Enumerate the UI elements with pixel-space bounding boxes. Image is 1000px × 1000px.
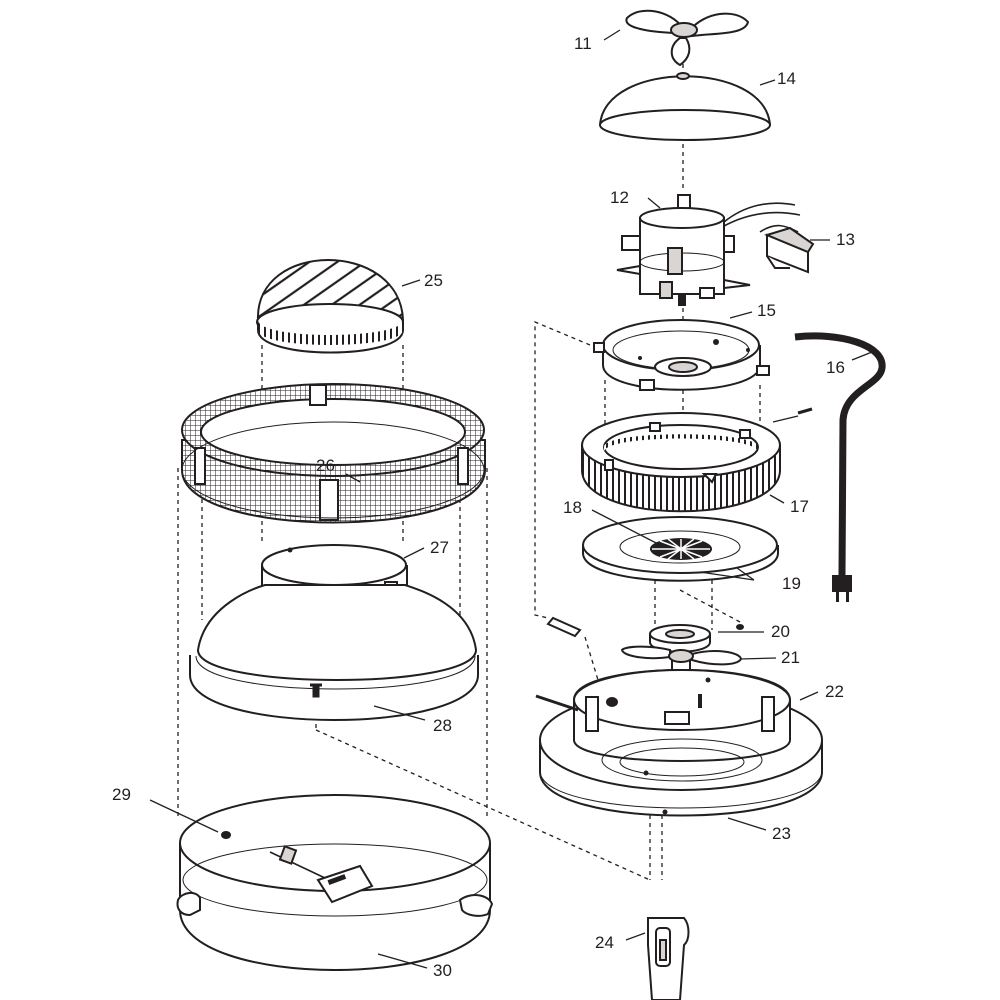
support-leg-part bbox=[647, 917, 690, 1000]
tank-cover-part bbox=[189, 584, 479, 721]
housing-ring-part bbox=[539, 771, 823, 815]
switch-block-part bbox=[723, 202, 815, 274]
label-part-28: 28 bbox=[433, 716, 452, 735]
label-part-17: 17 bbox=[790, 497, 809, 516]
hub-washer-part bbox=[546, 616, 744, 653]
label-part-11: 11 bbox=[574, 34, 592, 53]
wick-filter-ring-part bbox=[581, 407, 813, 513]
fan-blade-top-part bbox=[625, 9, 750, 67]
label-part-18: 18 bbox=[563, 498, 582, 517]
power-cord-part bbox=[794, 332, 886, 602]
label-part-25: 25 bbox=[424, 271, 443, 290]
label-part-20: 20 bbox=[771, 622, 790, 641]
dome-cover-part bbox=[599, 72, 771, 141]
label-part-15: 15 bbox=[757, 301, 776, 320]
label-part-19: 19 bbox=[782, 574, 801, 593]
leader-lines bbox=[149, 29, 873, 969]
label-part-13: 13 bbox=[836, 230, 855, 249]
label-part-26: 26 bbox=[316, 456, 335, 475]
vented-cap-part bbox=[256, 259, 405, 354]
float-valve-part bbox=[221, 831, 374, 904]
label-part-24: 24 bbox=[595, 933, 614, 952]
motor-plate-part bbox=[593, 319, 770, 391]
label-part-22: 22 bbox=[825, 682, 844, 701]
mesh-ring-part bbox=[181, 383, 486, 524]
label-part-21: 21 bbox=[781, 648, 800, 667]
label-part-16: 16 bbox=[826, 358, 845, 377]
label-part-29: 29 bbox=[112, 785, 131, 804]
label-part-27: 27 bbox=[430, 538, 449, 557]
motor-part bbox=[616, 194, 751, 306]
label-part-14: 14 bbox=[777, 69, 796, 88]
label-part-30: 30 bbox=[433, 961, 452, 980]
center-grille-part bbox=[650, 538, 712, 560]
part-labels: 11 12 13 14 15 16 17 18 19 20 21 22 23 2… bbox=[112, 34, 855, 980]
label-part-12: 12 bbox=[610, 188, 629, 207]
fan-blade-lower-part bbox=[620, 645, 743, 687]
motor-housing-part bbox=[535, 669, 823, 817]
water-tank-part bbox=[176, 794, 494, 971]
label-part-23: 23 bbox=[772, 824, 791, 843]
